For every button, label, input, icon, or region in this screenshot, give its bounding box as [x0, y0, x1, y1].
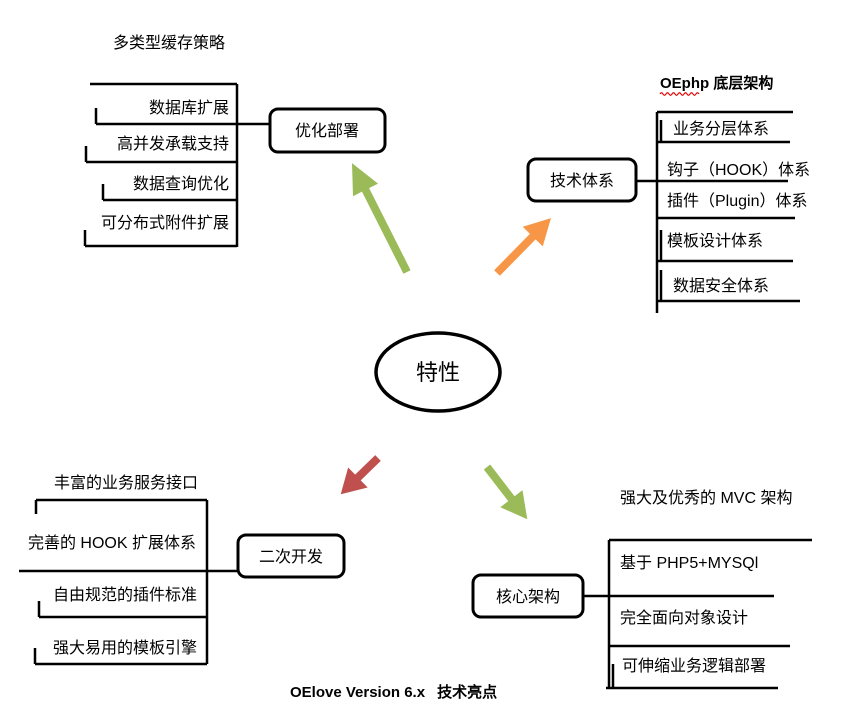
caption-version: OElove Version 6.x	[290, 684, 426, 701]
branch-core-arch-bracket	[583, 538, 812, 690]
branch-optimization-title: 多类型缓存策略	[113, 34, 225, 52]
arrow-to-core-arch	[483, 464, 528, 520]
arrows	[340, 163, 551, 520]
branch-secondary-dev-item: 自由规范的插件标准	[53, 586, 197, 604]
node-label-tech-system: 技术体系	[550, 172, 614, 190]
node-label-optimization: 优化部署	[295, 122, 359, 140]
branch-optimization-item: 数据查询优化	[133, 175, 229, 193]
branch-secondary-dev-item: 丰富的业务服务接口	[54, 474, 198, 492]
branch-optimization-bracket	[83, 82, 271, 248]
center-ellipse	[374, 331, 502, 413]
branch-tech-system-item: 插件（Plugin）体系	[667, 192, 807, 210]
branch-core-arch-title: 强大及优秀的 MVC 架构	[620, 489, 792, 507]
branch-tech-system: OEphp 底层架构 业务分层体系 钩子（HOOK）体系 插件（Plugin）体…	[526, 74, 810, 313]
branch-optimization-item: 可分布式附件扩展	[101, 214, 229, 232]
branch-secondary-dev-item: 完善的 HOOK 扩展体系	[28, 534, 196, 552]
branch-secondary-dev: 丰富的业务服务接口 完善的 HOOK 扩展体系 自由规范的插件标准 强大易用的模…	[19, 474, 346, 666]
arrow-to-secondary-dev	[340, 455, 381, 495]
arrow-to-optimization	[351, 163, 411, 274]
node-box-optimization	[268, 107, 387, 154]
node-box-core-arch	[471, 573, 585, 619]
branch-secondary-dev-bracket	[19, 498, 239, 666]
node-box-tech-system	[526, 157, 638, 203]
arrow-to-tech-system	[494, 218, 551, 276]
node-box-secondary-dev	[236, 533, 346, 579]
branch-optimization: 多类型缓存策略 数据库扩展 高并发承载支持 数据查询优化 可分布式附件扩展 优化…	[83, 34, 387, 248]
branch-core-arch: 强大及优秀的 MVC 架构 基于 PHP5+MYSQl 完全面向对象设计 可伸缩…	[471, 489, 812, 690]
caption: OElove Version 6.x 技术亮点	[290, 683, 497, 701]
branch-core-arch-item: 完全面向对象设计	[620, 609, 748, 627]
spellcheck-underline	[659, 92, 700, 96]
branch-core-arch-item: 可伸缩业务逻辑部署	[622, 657, 766, 675]
branch-secondary-dev-item: 强大易用的模板引擎	[53, 639, 197, 657]
branch-tech-system-item: 业务分层体系	[673, 120, 769, 138]
branch-tech-system-item: 数据安全体系	[673, 277, 769, 295]
branch-optimization-item: 数据库扩展	[149, 99, 229, 117]
branch-tech-system-item: 钩子（HOOK）体系	[667, 161, 810, 179]
branch-tech-system-title: OEphp 底层架构	[660, 74, 773, 92]
branch-optimization-item: 高并发承载支持	[117, 135, 229, 153]
branch-tech-system-item: 模板设计体系	[667, 232, 763, 250]
node-label-core-arch: 核心架构	[496, 588, 560, 606]
center-label: 特性	[416, 360, 460, 385]
caption-title: 技术亮点	[437, 683, 497, 701]
center-node: 特性	[374, 331, 502, 413]
branch-tech-system-bracket	[636, 110, 800, 313]
node-label-secondary-dev: 二次开发	[259, 548, 323, 566]
branch-core-arch-item: 基于 PHP5+MYSQl	[620, 554, 758, 572]
